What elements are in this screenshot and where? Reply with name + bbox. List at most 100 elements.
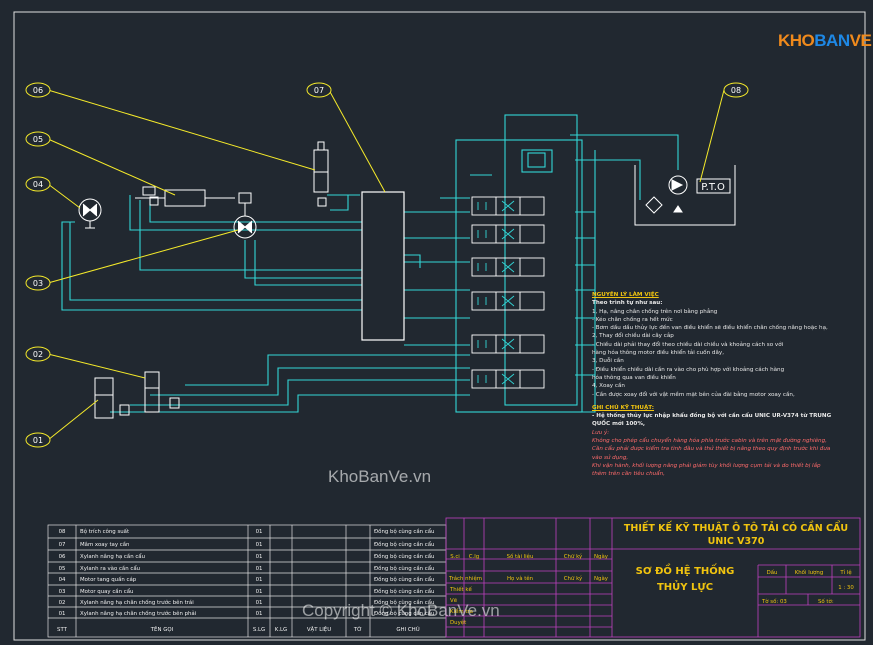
- title-block-grid: [445, 517, 861, 638]
- khobanve-logo: KHOBANVE: [778, 22, 872, 58]
- parts-row-sl: 01: [256, 529, 263, 535]
- callout-leaders: [47, 89, 725, 441]
- parts-row-name: Bộ trích công suất: [80, 528, 129, 535]
- rev-header-sign: Chữ ký: [564, 553, 583, 560]
- parts-row-sl: 01: [256, 589, 263, 595]
- caution-line: Khi vận hành, khối lượng nâng phải giảm …: [592, 462, 821, 469]
- parts-row-name: Xylanh nâng hạ cần cẩu: [80, 552, 145, 560]
- luffing-cylinder-icon: [313, 149, 329, 193]
- outrigger-cylinder-left-icon: [144, 371, 160, 413]
- parts-row-sl: 01: [256, 600, 263, 606]
- caution-line: Cần cẩu phải được kiểm tra tình đầu và t…: [592, 446, 831, 453]
- caution-title: Lưu ý:: [592, 429, 610, 436]
- notes-line: 4, Xoay cần: [592, 383, 625, 390]
- caution-line: thêm trên cần tiêu chuẩn,: [592, 471, 665, 478]
- role-approve: Duyệt: [450, 619, 466, 626]
- role-design: Thiết kế: [449, 586, 472, 593]
- parts-header-stt: STT: [57, 627, 68, 633]
- rev-header-clg: C.lg: [469, 554, 479, 560]
- sign-header-date: Ngày: [594, 575, 609, 582]
- logo-part-ban: BAN: [814, 31, 850, 50]
- actuators: [78, 141, 329, 419]
- parts-row-stt: 05: [59, 566, 66, 572]
- notes-line: - Kéo chân chống ra hết mức: [592, 316, 673, 323]
- parts-row-stt: 01: [59, 611, 66, 617]
- caution-line: vào sử dụng,: [592, 454, 629, 461]
- sheet-number: Tờ số: 03: [761, 598, 787, 605]
- prop-scale: Tỉ lệ: [839, 569, 852, 576]
- logo-part-ve: VE: [849, 31, 872, 50]
- prop-mass: Khối lượng: [795, 569, 824, 576]
- parts-row-note: Đồng bộ cùng cần cẩu: [374, 609, 434, 617]
- tech-note-line: QUỐC mới 100%,: [592, 421, 646, 428]
- parts-header-note: GHI CHÚ: [396, 626, 419, 633]
- parts-row-stt: 04: [59, 577, 66, 583]
- parts-row-sl: 01: [256, 577, 263, 583]
- parts-row-sl: 01: [256, 611, 263, 617]
- parts-row-stt: 08: [59, 529, 66, 535]
- parts-row-note: Đồng bộ cùng cần cẩu: [374, 587, 434, 595]
- parts-row-note: Đồng bộ cùng cần cẩu: [374, 540, 434, 548]
- sign-header-name: Họ và tên: [507, 575, 533, 582]
- callout-08: 08: [731, 86, 741, 95]
- drawing-title-line1: SƠ ĐỒ HỆ THỐNG: [636, 562, 735, 577]
- notes-line: 1, Hạ, nâng chân chống trên nơi bằng phẳ…: [592, 308, 718, 315]
- parts-row-note: Đồng bộ cùng cần cẩu: [374, 527, 434, 535]
- notes-line: - Bơm dầu dầu thủy lực đến van điều khiể…: [592, 325, 828, 332]
- rev-header-date: Ngày: [594, 553, 609, 560]
- rev-header-doc: Số tài liệu: [507, 553, 534, 560]
- project-title-line1: THIẾT KẾ KỸ THUẬT Ô TÔ TẢI CÓ CẦN CẨU: [624, 521, 848, 534]
- parts-row-name: Xylanh ra vào cần cẩu: [80, 564, 140, 572]
- role-draw: Vẽ: [450, 598, 458, 604]
- parts-row-name: Motor quay cần cẩu: [80, 587, 133, 595]
- callout-04: 04: [33, 180, 43, 189]
- parts-header-sheet: TỜ: [353, 626, 362, 633]
- parts-row-note: Đồng bộ cùng cần cẩu: [374, 575, 434, 583]
- scale-value: 1 : 30: [838, 585, 854, 591]
- logo-part-kho: KHO: [778, 31, 815, 50]
- watermark: KhoBanVe.vn: [328, 467, 432, 486]
- parts-header-kl: K.LG: [275, 627, 287, 633]
- parts-row-note: Đồng bộ cùng cần cẩu: [374, 552, 434, 560]
- outrigger-cylinder-right-icon: [94, 377, 114, 419]
- parts-row-note: Đồng bộ cùng cần cẩu: [374, 598, 434, 606]
- parts-row-stt: 07: [59, 542, 66, 548]
- parts-row-stt: 03: [59, 589, 66, 595]
- role-check: Kiểm tra: [450, 608, 473, 615]
- pto-label: P.T.O: [701, 182, 725, 193]
- callout-05: 05: [33, 135, 43, 144]
- tech-note-line: - Hệ thống thủy lực nhập khẩu đồng bộ vớ…: [592, 413, 832, 420]
- parts-row-stt: 06: [59, 554, 66, 560]
- rotary-distributor: [361, 191, 405, 341]
- parts-header-name: TÊN GỌI: [150, 625, 174, 633]
- prop-mark: Dấu: [767, 569, 778, 576]
- notes-line: - Chiều dài phải thay đổi theo chiều dài…: [592, 341, 784, 348]
- notes-line: 2, Thay đổi chiều dài cây cắp: [592, 333, 674, 340]
- parts-row-stt: 02: [59, 600, 66, 606]
- hydraulic-lines: [61, 114, 679, 413]
- tech-notes-title: GHI CHÚ KỸ THUẬT:: [592, 404, 655, 411]
- drawing-title-line2: THỦY LỰC: [657, 579, 713, 593]
- rev-header-sci: S.ci: [450, 554, 460, 560]
- parts-row-name: Xylanh nâng hạ chân chống trước bên phải: [80, 610, 196, 617]
- parts-row-sl: 01: [256, 566, 263, 572]
- notes-title: NGUYÊN LÝ LÀM VIỆC: [592, 292, 659, 298]
- notes-line: - Điều khiển chiều dài cần ra vào cho ph…: [592, 366, 785, 373]
- notes-line: hóa thông qua van điều khiển: [592, 374, 676, 381]
- oil-tank-and-pump: [634, 165, 736, 226]
- parts-row-note: Đồng bộ cùng cần cẩu: [374, 564, 434, 572]
- sheet-count: Số tờ:: [818, 598, 834, 605]
- caution-line: Không cho phép cẩu chuyển hàng hóa phía …: [592, 438, 827, 445]
- parts-row-sl: 01: [256, 542, 263, 548]
- parts-row-name: Mâm xoay tay cần: [80, 540, 129, 548]
- sign-header-role: Trách nhiệm: [448, 575, 482, 582]
- callout-06: 06: [33, 86, 43, 95]
- drawing-frame: [13, 11, 866, 641]
- copyright-watermark: Copyright © KhoBanVe.vn: [302, 601, 500, 620]
- parts-header-material: VẬT LIỆU: [307, 625, 331, 633]
- parts-header-sl: S.LG: [253, 627, 265, 633]
- notes-subtitle: Theo trình tự như sau:: [592, 300, 663, 307]
- working-principle-notes: NGUYÊN LÝ LÀM VIỆC Theo trình tự như sau…: [592, 291, 860, 479]
- callout-07: 07: [314, 86, 324, 95]
